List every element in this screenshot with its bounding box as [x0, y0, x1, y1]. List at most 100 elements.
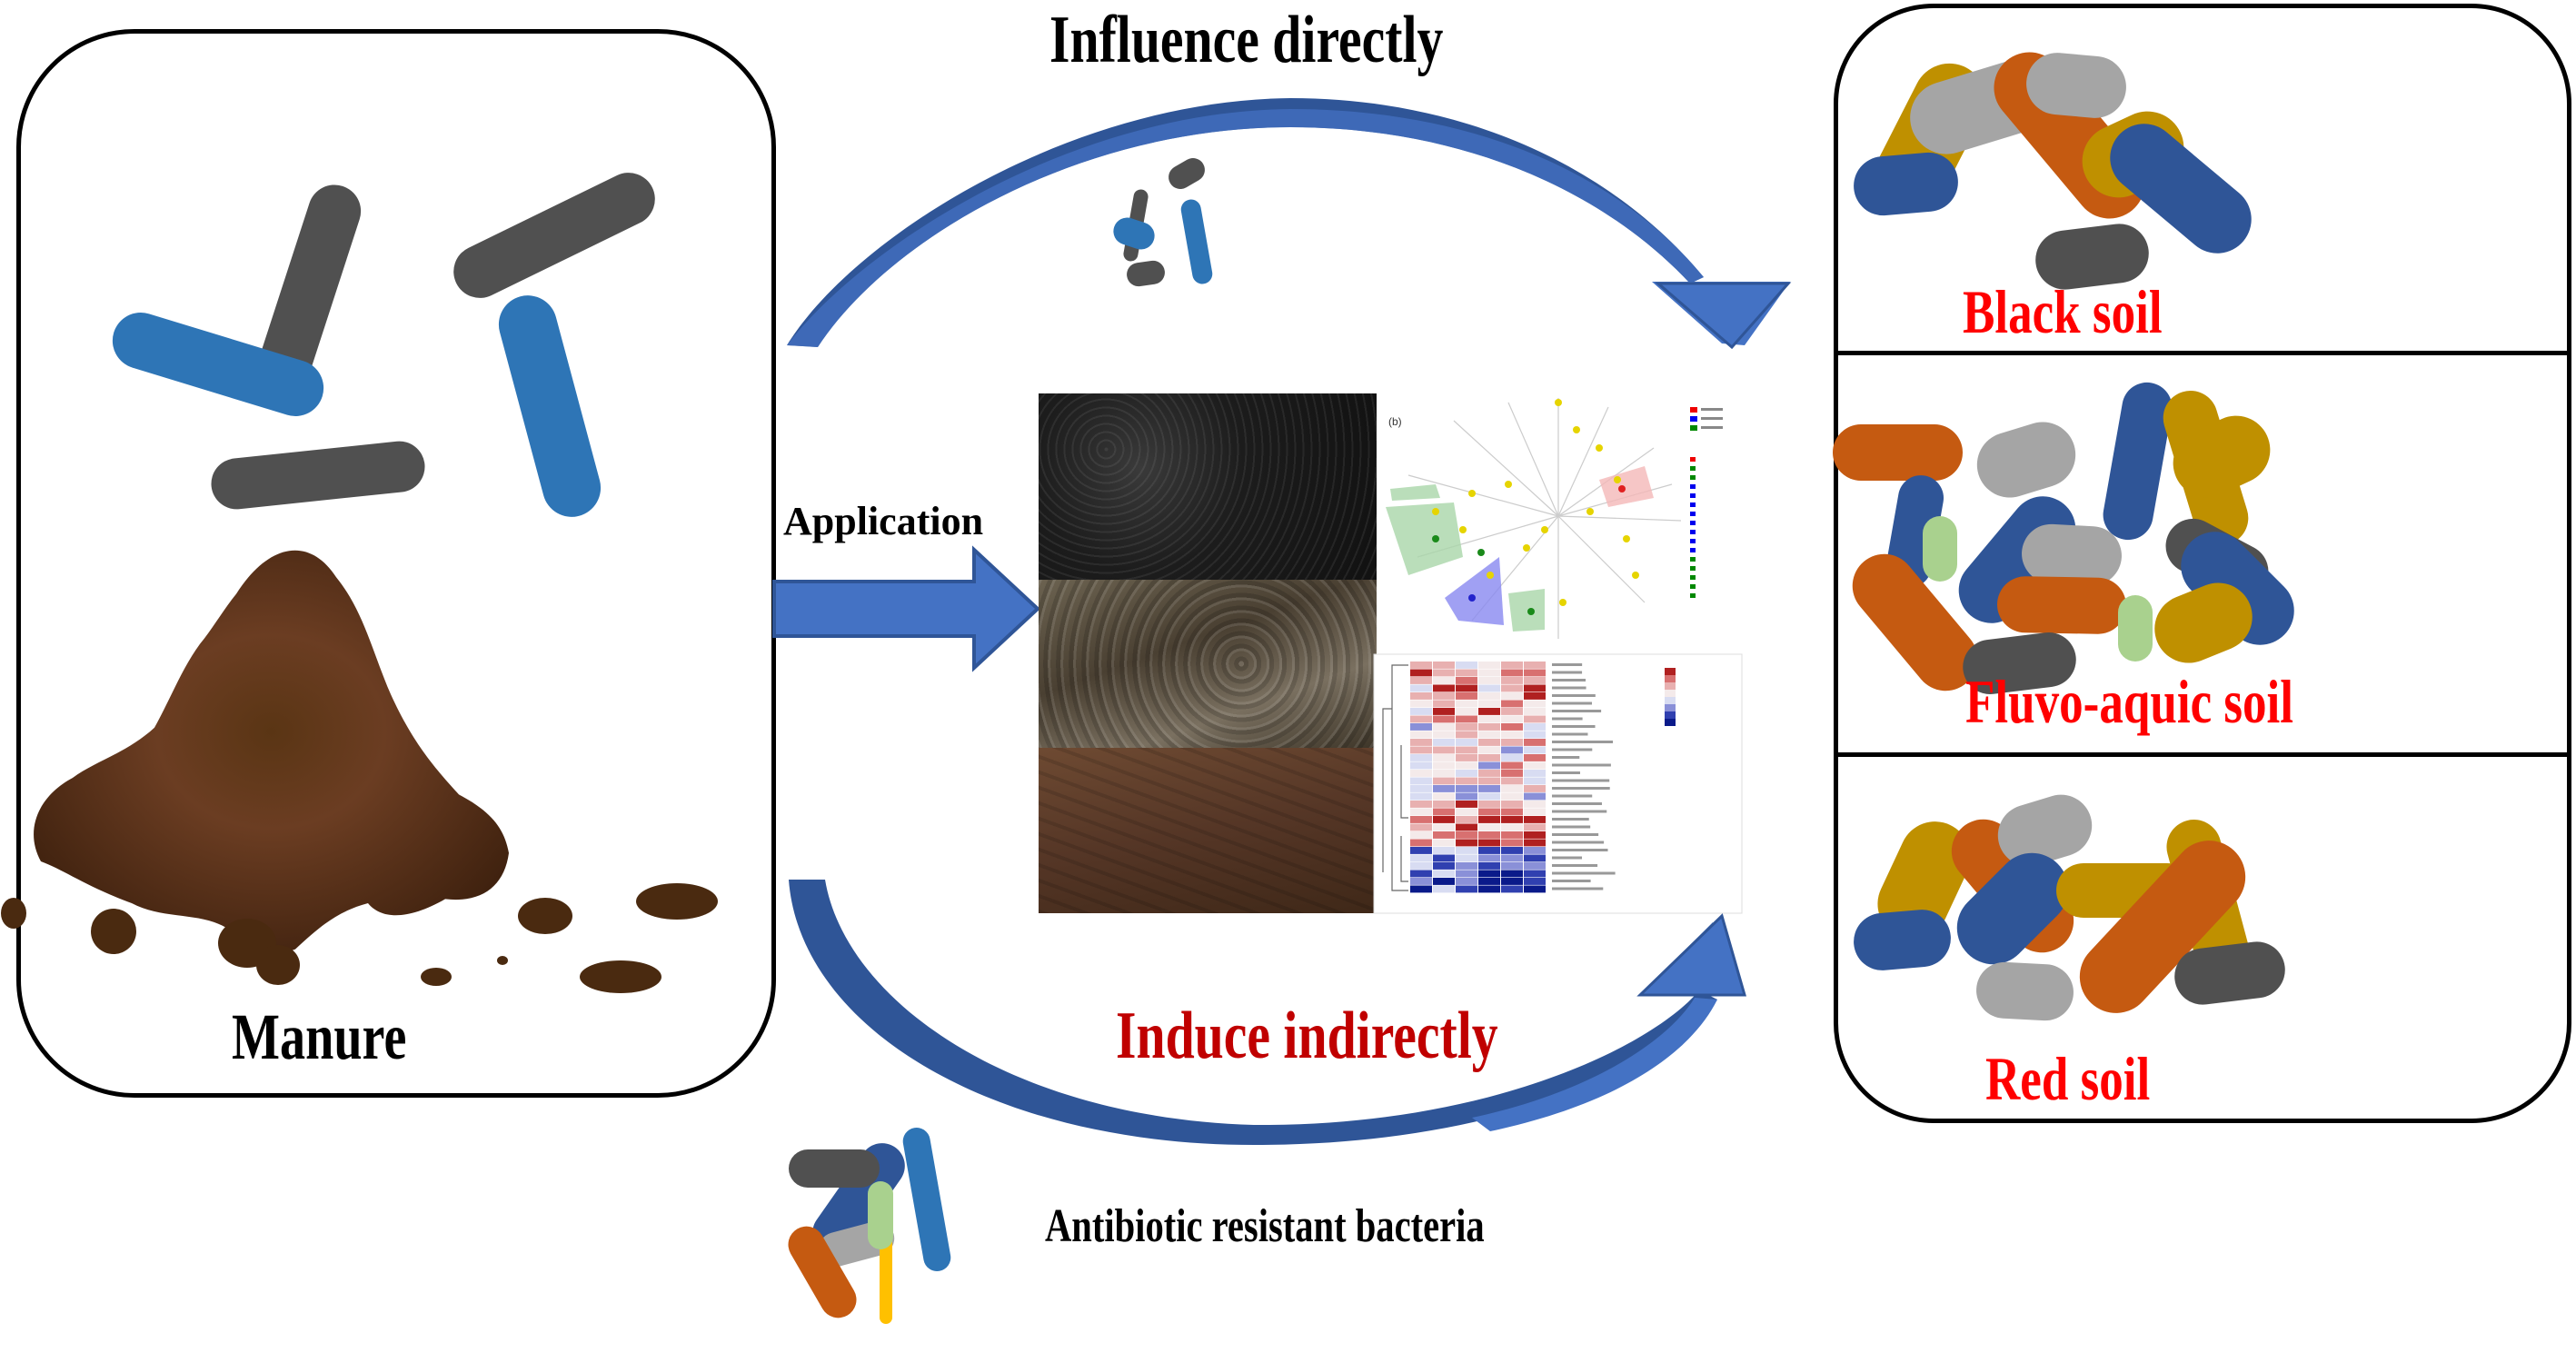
heatmap-cell — [1501, 831, 1523, 839]
heatmap-cell — [1433, 723, 1455, 731]
heatmap-cell — [1410, 870, 1432, 878]
heatmap-cell — [1410, 662, 1432, 669]
heatmap-cell — [1501, 692, 1523, 700]
heatmap-cell — [1501, 792, 1523, 801]
bacterium-blue — [900, 1125, 953, 1274]
heatmap-cell — [1501, 746, 1523, 754]
heatmap-cell — [1456, 885, 1477, 893]
heatmap-cell — [1456, 854, 1477, 862]
heatmap-cell — [1478, 700, 1500, 708]
heatmap-cell — [1501, 885, 1523, 893]
heatmap-cell — [1433, 700, 1455, 708]
heatmap-cell — [1478, 677, 1500, 684]
heatmap-cell — [1524, 816, 1546, 823]
heatmap-cell — [1456, 739, 1477, 746]
heatmap-cell — [1456, 677, 1477, 684]
heatmap-cell — [1501, 677, 1523, 684]
heatmap-cell — [1456, 870, 1477, 878]
heatmap-row-label — [1552, 802, 1602, 805]
heatmap-row-label — [1552, 887, 1604, 890]
heatmap-cell — [1478, 816, 1500, 823]
heatmap-row-label — [1552, 732, 1588, 736]
heatmap-cell — [1456, 708, 1477, 715]
heatmap-cell — [1456, 692, 1477, 700]
heatmap-cell — [1410, 792, 1432, 801]
heatmap-row-label — [1552, 810, 1607, 813]
heatmap-cell — [1478, 731, 1500, 739]
heatmap-cell — [1410, 684, 1432, 692]
heatmap-row-label — [1552, 818, 1589, 821]
heatmap-cell — [1433, 739, 1455, 746]
red-soil-photo — [1039, 748, 1377, 913]
heatmap-row-label — [1552, 833, 1599, 836]
heatmap-cell — [1433, 777, 1455, 785]
heatmap-cell — [1524, 715, 1546, 723]
heatmap-cell — [1501, 870, 1523, 878]
heatmap-cell — [1524, 847, 1546, 854]
heatmap-cell — [1524, 677, 1546, 684]
heatmap-cell — [1501, 708, 1523, 715]
heatmap-cell — [1478, 792, 1500, 801]
heatmap-cell — [1524, 669, 1546, 677]
heatmap-row-label — [1552, 701, 1593, 705]
heatmap-cell — [1524, 754, 1546, 761]
heatmap-cell — [1478, 862, 1500, 870]
manure-label: Manure — [232, 1000, 407, 1073]
svg-text:(b): (b) — [1388, 415, 1402, 428]
black-soil-label: Black soil — [1963, 277, 2163, 346]
heatmap-cell — [1456, 761, 1477, 770]
heatmap-cell — [1501, 854, 1523, 862]
heatmap-cell — [1433, 731, 1455, 739]
heatmap-row-label — [1552, 725, 1596, 728]
heatmap-cell — [1501, 731, 1523, 739]
heatmap-cell — [1478, 708, 1500, 715]
heatmap-cell — [1501, 808, 1523, 816]
heatmap-cell — [1478, 839, 1500, 847]
heatmap-cell — [1410, 777, 1432, 785]
heatmap-cell — [1501, 839, 1523, 847]
heatmap-cell — [1433, 677, 1455, 684]
heatmap-cell — [1456, 770, 1477, 777]
heatmap-cell — [1433, 808, 1455, 816]
heatmap-cell — [1524, 785, 1546, 792]
heatmap-cell — [1433, 839, 1455, 847]
heatmap-cell — [1410, 692, 1432, 700]
heatmap-cell — [1478, 870, 1500, 878]
arb-legend-icon — [763, 1122, 1009, 1353]
heatmap-scale-swatch — [1665, 711, 1676, 719]
heatmap-cell — [1410, 847, 1432, 854]
heatmap-cell — [1524, 761, 1546, 770]
heatmap-cell — [1501, 669, 1523, 677]
heatmap-cell — [1410, 754, 1432, 761]
bacterium-orange — [1996, 575, 2127, 635]
black-soil-photo — [1039, 393, 1377, 580]
heatmap-cell — [1478, 885, 1500, 893]
heatmap-cell — [1410, 700, 1432, 708]
heatmap-cell — [1524, 723, 1546, 731]
heatmap-cell — [1524, 831, 1546, 839]
heatmap-cell — [1456, 754, 1477, 761]
heatmap-cell — [1524, 823, 1546, 831]
fluvo-aquic-soil-photo — [1039, 580, 1377, 748]
heatmap-cell — [1456, 746, 1477, 754]
heatmap-scale-swatch — [1665, 682, 1676, 690]
induce-indirectly-arrow — [789, 880, 1746, 1145]
bacterium-green — [1923, 516, 1957, 582]
heatmap-cell — [1410, 731, 1432, 739]
heatmap-cell — [1433, 885, 1455, 893]
heatmap-cell — [1433, 816, 1455, 823]
heatmap-cell — [1501, 862, 1523, 870]
heatmap-cell — [1456, 847, 1477, 854]
heatmap-row-label — [1552, 748, 1593, 751]
heatmap-row-label — [1552, 663, 1583, 666]
heatmap-cell — [1478, 777, 1500, 785]
heatmap-cell — [1501, 684, 1523, 692]
heatmap-cell — [1456, 684, 1477, 692]
heatmap-cell — [1478, 662, 1500, 669]
heatmap-cell — [1456, 785, 1477, 792]
heatmap-cell — [1456, 662, 1477, 669]
heatmap-cell — [1433, 823, 1455, 831]
heatmap-row-label — [1552, 771, 1580, 774]
heatmap-row-label — [1552, 841, 1605, 844]
heatmap-cell — [1410, 816, 1432, 823]
